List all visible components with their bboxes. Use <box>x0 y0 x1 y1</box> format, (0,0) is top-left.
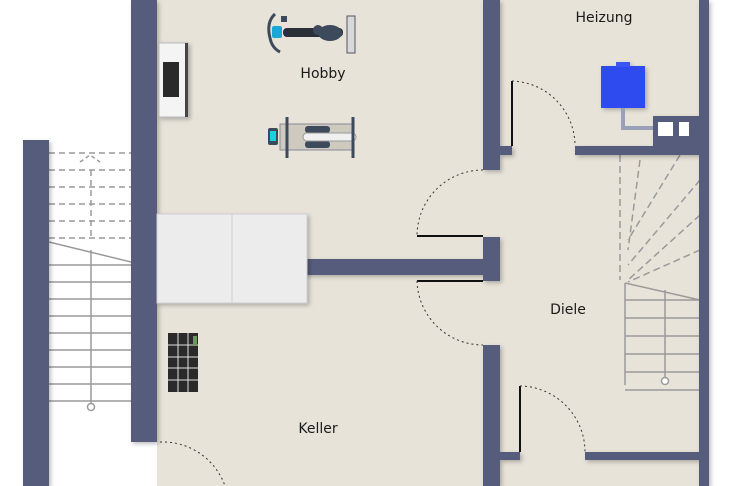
rowing-machine <box>268 117 357 158</box>
door-keller[interactable] <box>416 280 484 346</box>
chimney-flue-1 <box>658 122 673 136</box>
wall-right <box>699 0 709 486</box>
room-label-hobby: Hobby <box>300 66 345 82</box>
wall-left-stair <box>23 140 49 486</box>
door-keller-bottom[interactable] <box>159 441 226 486</box>
wall-middle-column <box>483 237 500 281</box>
wall-middle-top <box>483 0 500 170</box>
door-heizung[interactable] <box>511 80 576 147</box>
wall-middle-bottom <box>483 345 500 486</box>
tv-cabinet <box>158 42 189 118</box>
wall-bottom-stub <box>500 452 520 460</box>
wall-bottom-right <box>585 452 700 460</box>
exercise-bike <box>267 12 356 54</box>
left-staircase <box>48 152 132 412</box>
boiler <box>601 62 645 108</box>
wall-middle-stub <box>500 146 512 155</box>
chimney-flue-2 <box>679 122 689 136</box>
door-bottom-right[interactable] <box>519 385 586 453</box>
room-label-keller: Keller <box>298 421 337 437</box>
wall-left-main <box>131 0 157 442</box>
boiler-pipe <box>621 108 653 130</box>
room-label-diele: Diele <box>550 302 586 318</box>
shelf <box>168 333 198 392</box>
door-hobby[interactable] <box>416 169 484 237</box>
right-staircase <box>619 154 701 391</box>
room-label-heizung: Heizung <box>575 10 632 26</box>
wall-heizung-bottom <box>575 146 700 155</box>
doors <box>159 80 586 486</box>
sofa <box>156 213 308 304</box>
